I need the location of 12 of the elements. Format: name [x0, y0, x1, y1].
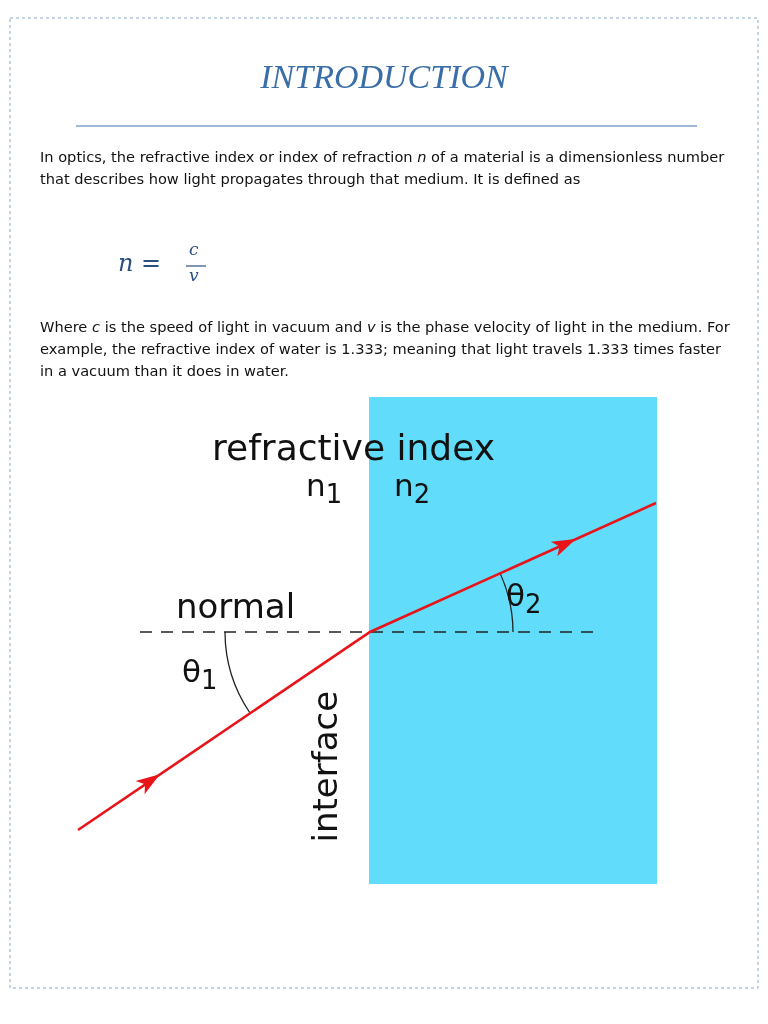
paragraph: Where c is the speed of light in vacuum and v is the phase velocity of light in the medium. For example, the refractive index of water is 1.333; meaning that light travels 1.333 times faster in a vacuum than it does in water.: [40, 317, 731, 381]
formula-text: n =: [118, 250, 162, 277]
angle-label: θ$_{2}$: [506, 578, 542, 619]
paragraph: In optics, the refractive index or index of refraction n of a material is a dimensionless number that describes how light propagates through that medium. It is defined as: [40, 147, 726, 189]
denominator: v: [189, 266, 199, 285]
medium-label: n$_{2}$: [394, 468, 431, 509]
normal-label: normal: [176, 588, 296, 626]
interface-label: interface: [307, 690, 345, 843]
numerator: c: [189, 240, 199, 259]
angle-label: θ$_{1}$: [182, 654, 218, 695]
heading: INTRODUCTION: [259, 58, 510, 96]
medium-label: n$_{1}$: [306, 468, 343, 509]
